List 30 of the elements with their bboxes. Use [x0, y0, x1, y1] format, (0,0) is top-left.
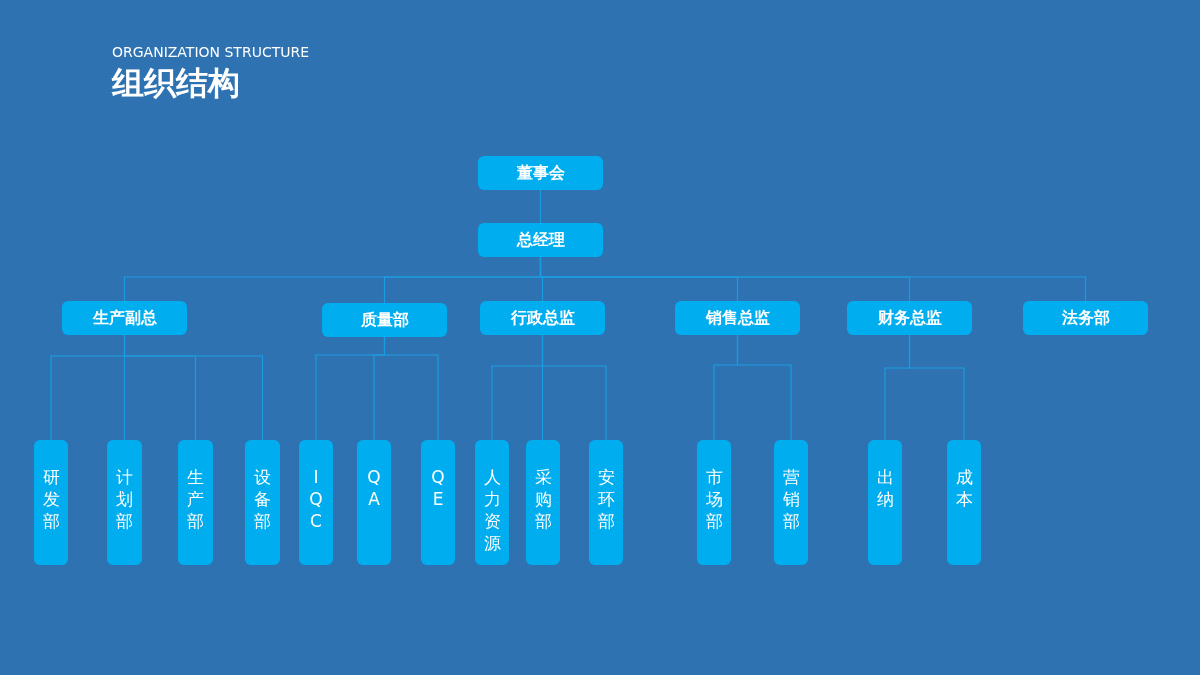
department-box: 安环部: [589, 440, 623, 565]
position-box: 总经理: [478, 223, 603, 257]
position-box: 董事会: [478, 156, 603, 190]
connector-line: [123, 334, 264, 441]
connector-line: [383, 336, 439, 441]
connector-line: [908, 334, 965, 441]
department-box: 采购部: [526, 440, 560, 565]
connector-line: [541, 334, 607, 441]
connector-line: [539, 189, 542, 224]
position-box: 质量部: [322, 303, 447, 337]
subtitle: ORGANIZATION STRUCTURE: [112, 44, 310, 60]
position-box: 生产副总: [62, 301, 187, 335]
department-box: 生产部: [178, 440, 213, 565]
department-box: 人力资源: [475, 440, 509, 565]
department-box: 出纳: [868, 440, 902, 565]
position-box: 财务总监: [847, 301, 972, 335]
department-box: 营销部: [774, 440, 808, 565]
department-box: 成本: [947, 440, 981, 565]
position-box: 销售总监: [675, 301, 800, 335]
department-box: QE: [421, 440, 455, 565]
connector-line: [736, 334, 792, 441]
position-box: 法务部: [1023, 301, 1148, 335]
department-box: 市场部: [697, 440, 731, 565]
department-box: 研发部: [34, 440, 68, 565]
department-box: 设备部: [245, 440, 280, 565]
department-box: 计划部: [107, 440, 142, 565]
position-box: 行政总监: [480, 301, 605, 335]
department-box: IQC: [299, 440, 333, 565]
title: 组织结构: [112, 63, 240, 104]
department-box: QA: [357, 440, 391, 565]
